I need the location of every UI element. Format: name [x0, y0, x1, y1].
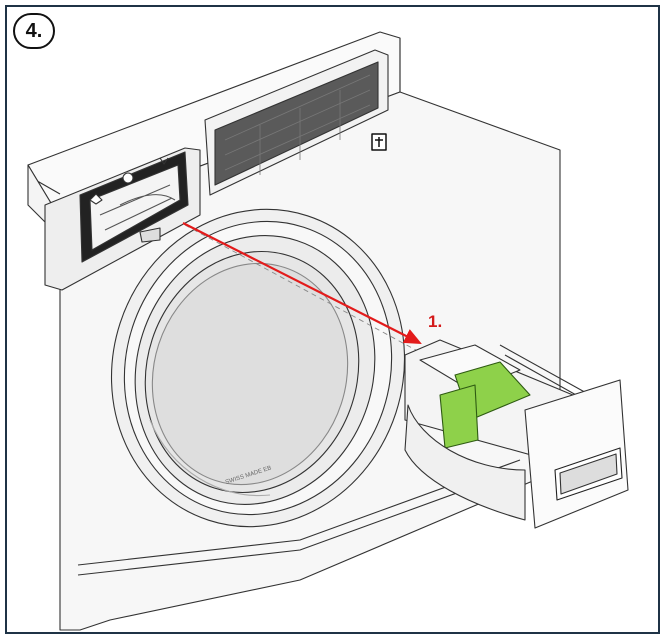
step-badge: 4. — [13, 13, 55, 49]
removal-arrow — [182, 222, 422, 344]
drawer-front — [524, 379, 629, 529]
prewash-compartment-icon — [89, 193, 103, 205]
main-wash-compartment-icon — [159, 157, 169, 165]
display-panel — [214, 61, 379, 186]
softener-compartment-icon — [122, 172, 134, 184]
callout-label: 1. — [428, 312, 443, 331]
